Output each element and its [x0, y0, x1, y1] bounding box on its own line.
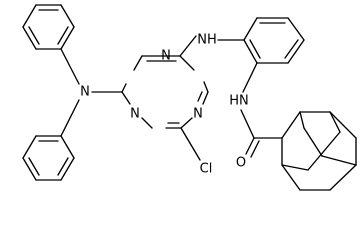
diphenylamine-upper-phenyl [22, 4, 75, 50]
atom-label-nh-anilino: NH [197, 33, 217, 48]
chloro-substituent-bond [180, 127, 201, 161]
atom-label-n-triazine-1: N [161, 49, 171, 64]
chemical-structure-diagram: N N N N NH HN O Cl [22, 4, 357, 191]
atom-label-nh-amide: HN [229, 94, 249, 109]
atom-label-n-triazine-3: N [193, 107, 203, 122]
diphenylamino-nitrogen-bonds [60, 48, 123, 137]
atom-label-carbonyl-oxygen: O [236, 156, 246, 171]
amide-bonds [240, 62, 283, 158]
diphenylamine-lower-phenyl [22, 135, 75, 181]
triazine-ring [121, 55, 209, 129]
atom-label-n-triazine-2: N [130, 107, 140, 122]
anilino-linker-bonds [179, 35, 245, 57]
adamantane-cage [281, 111, 357, 191]
atom-label-n-diphenylamino: N [80, 85, 90, 100]
atom-label-chlorine: Cl [200, 162, 213, 177]
aniline-ring [243, 17, 305, 64]
